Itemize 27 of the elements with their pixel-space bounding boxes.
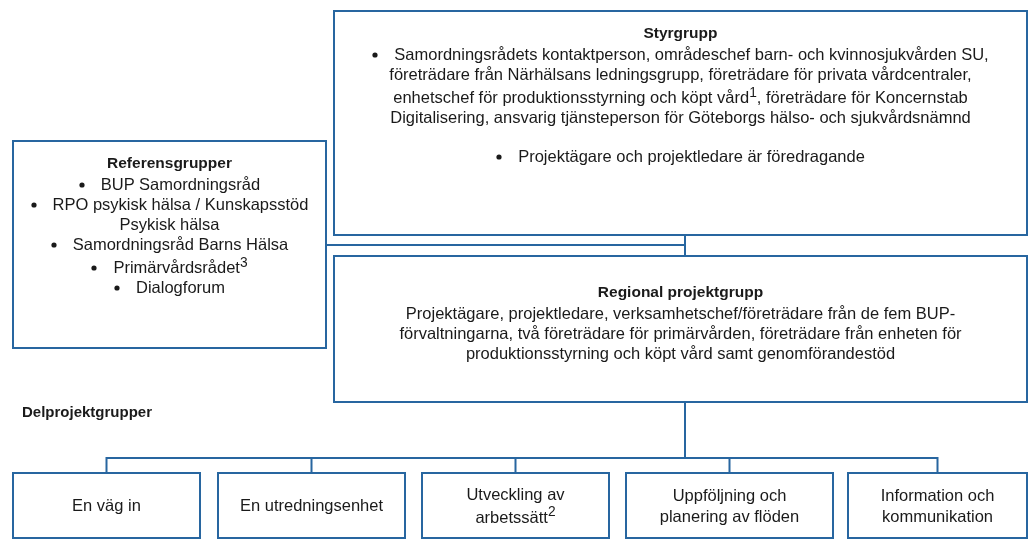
subgroup-name: En väg in bbox=[72, 495, 141, 516]
group-heading: Regional projektgrupp bbox=[597, 283, 764, 302]
subgroup-name: Information och kommunikation bbox=[879, 485, 996, 526]
group-box bbox=[333, 255, 1028, 403]
bullet-item: Dialogforum bbox=[136, 278, 225, 297]
bullet-item: Samordningsråd Barns Hälsa bbox=[72, 235, 289, 254]
bullet-item: Projektägare och projektledare är föredragande bbox=[518, 146, 865, 165]
group-box bbox=[847, 472, 1028, 539]
bullet-item: Samordningsrådets kontaktperson, områdeschef barn- och kvinnosjukvården SU, företrädare från Närhälsans ledningsgrupp, företrädare för privata vårdcentraler, enhetschef för produktionsstyrning och köpt vård$^{1}$, företrädare för Koncernstab Digitalisering, ansvarig tjänsteperson för Göteborgs hälso- och sjukvårdsnämnd bbox=[389, 44, 989, 126]
subgroup-name: Uppföljning och planering av flöden bbox=[658, 485, 801, 526]
subgroup-name: En utredningsenhet bbox=[239, 495, 384, 516]
group-box bbox=[625, 472, 834, 539]
connector-line bbox=[326, 244, 686, 256]
group-box bbox=[12, 140, 327, 349]
group-box bbox=[217, 472, 406, 539]
subgroup-name: Utveckling av arbetssätt$^{2}$ bbox=[465, 484, 566, 527]
bullet-item: BUP Samordningsråd bbox=[100, 174, 261, 193]
bullet-item: Primärvårdsrådet$^{3}$ bbox=[113, 257, 248, 276]
group-description: Projektägare, projektledare, verksamhetschef/företrädare från de fem BUP-förvaltningarna, två företrädare för primärvården, företrädare från enheten för produktionsstyrning och köpt vård samt genomförandestöd bbox=[398, 302, 963, 364]
bullet-item: RPO psykisk hälsa / Kunskapsstöd Psykisk hälsa bbox=[52, 195, 309, 234]
section-label: Delprojektgrupper bbox=[22, 403, 153, 420]
group-heading: Styrgrupp bbox=[643, 24, 718, 43]
group-box bbox=[12, 472, 201, 539]
group-heading: Referensgrupper bbox=[107, 154, 232, 173]
group-box bbox=[421, 472, 610, 539]
connector-line bbox=[684, 402, 939, 473]
group-box bbox=[333, 10, 1028, 236]
